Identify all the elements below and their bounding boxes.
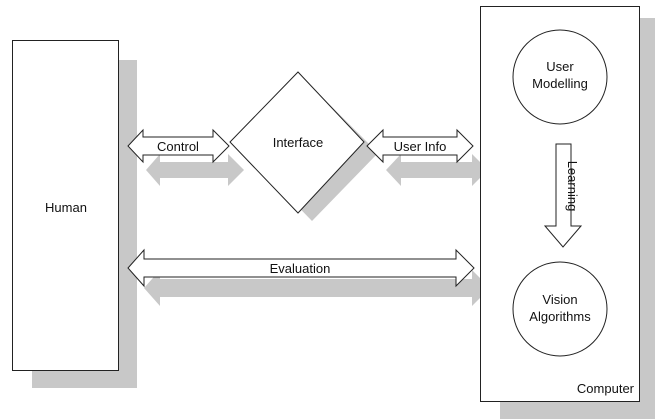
- user-info-arrow-shadow: [386, 154, 488, 186]
- learning-label: Learning: [565, 161, 580, 212]
- user-info-arrow[interactable]: [366, 128, 474, 164]
- user-modelling-label-line2: Modelling: [532, 76, 588, 91]
- evaluation-arrow[interactable]: [127, 248, 475, 288]
- user-info-label: User Info: [394, 139, 447, 154]
- control-arrow[interactable]: [127, 128, 230, 164]
- vision-algorithms-label-line1: Vision: [542, 292, 577, 307]
- learning-arrow[interactable]: [543, 143, 583, 248]
- control-label: Control: [157, 139, 199, 154]
- vision-algorithms-circle[interactable]: [512, 261, 608, 357]
- human-box[interactable]: [12, 40, 119, 371]
- control-arrow-shadow: [146, 154, 244, 186]
- user-modelling-label-line1: User: [546, 59, 574, 74]
- shape-layer: [12, 6, 640, 402]
- evaluation-label: Evaluation: [270, 261, 331, 276]
- evaluation-arrow-shadow: [144, 270, 490, 306]
- user-modelling-circle[interactable]: [512, 29, 608, 125]
- human-label: Human: [45, 200, 87, 215]
- interface-diamond[interactable]: [229, 71, 365, 214]
- vision-algorithms-label-line2: Algorithms: [529, 309, 591, 324]
- interface-label: Interface: [273, 135, 324, 150]
- computer-label: Computer: [577, 381, 635, 396]
